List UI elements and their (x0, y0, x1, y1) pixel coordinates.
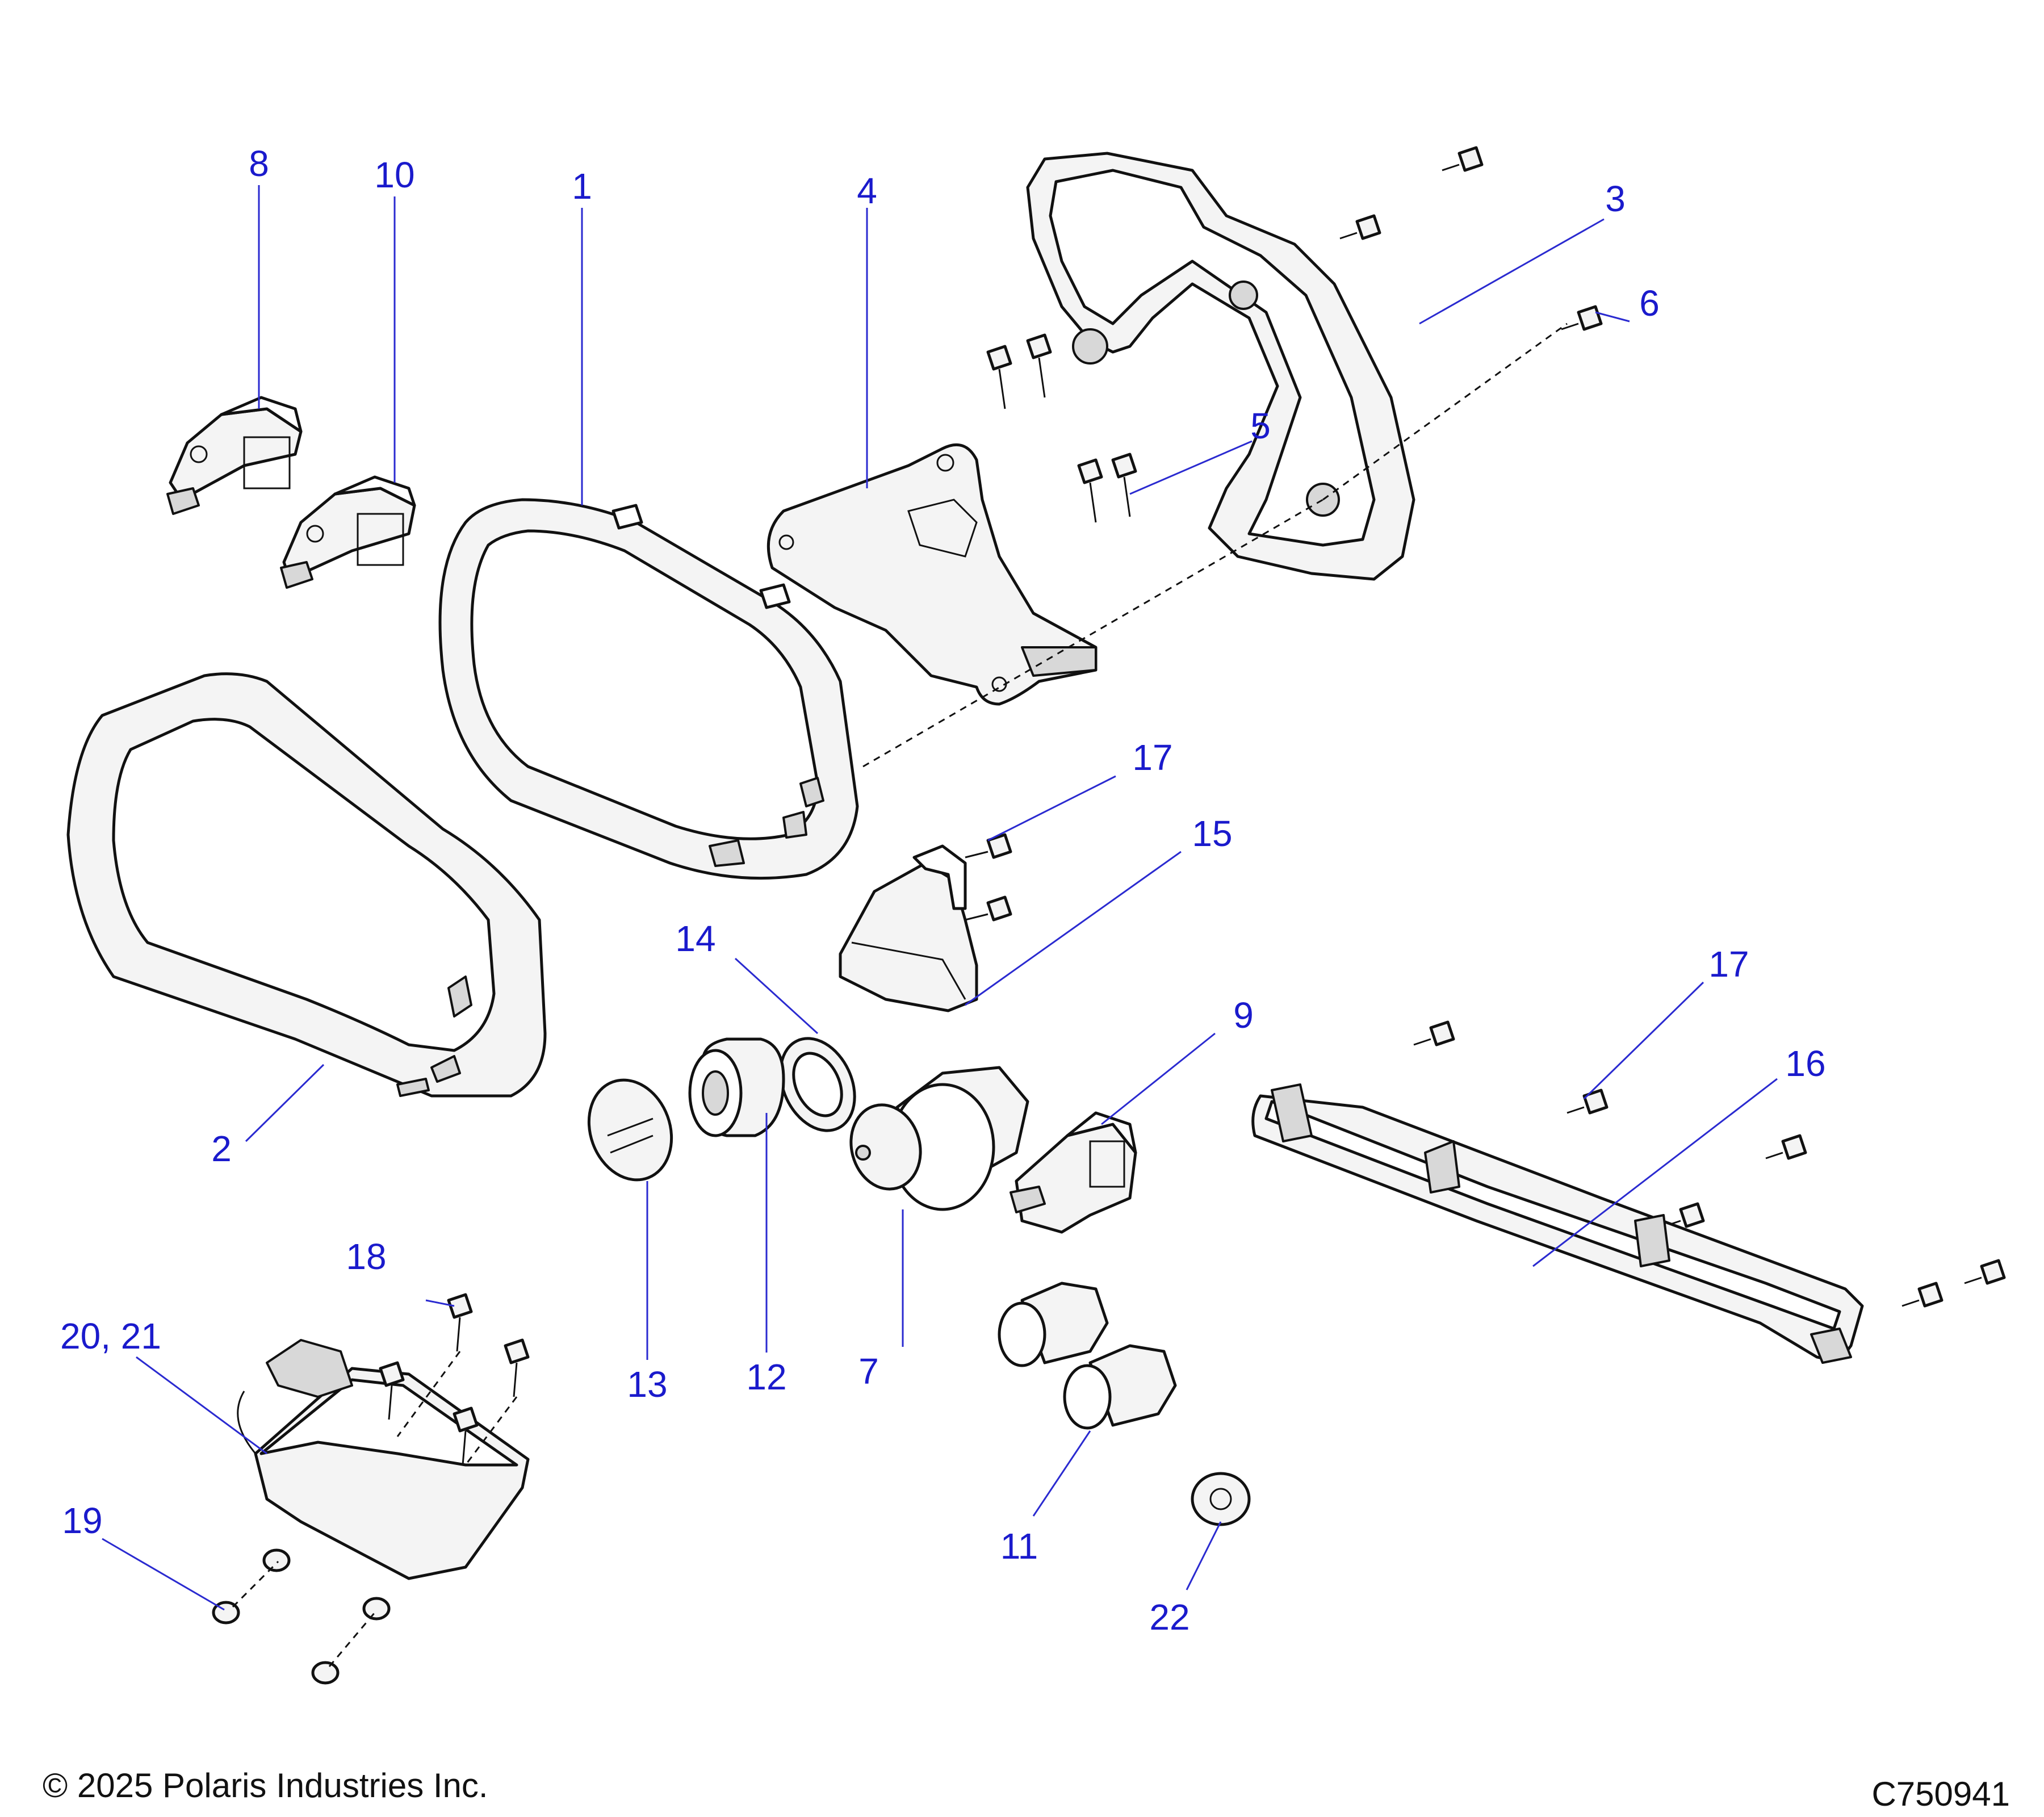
screw-16-b (1566, 1088, 1609, 1115)
screw-16-c (1765, 1134, 1807, 1160)
part-2-bezel (66, 672, 547, 1098)
figure-id: C750941 (1871, 1775, 2010, 1813)
callout-11: 11 (1000, 1526, 1038, 1567)
leader-lines (102, 185, 1778, 1611)
callout-labels: 8 10 1 4 3 6 5 2 17 15 14 9 17 16 13 12 … (60, 143, 1826, 1638)
callout-9: 9 (1233, 995, 1254, 1036)
part-4-mounting-bracket (767, 443, 1098, 706)
callout-2: 2 (211, 1128, 232, 1169)
callout-18: 18 (346, 1236, 386, 1277)
screw-part-5-b (1026, 333, 1052, 398)
part-22-plug (1191, 1472, 1251, 1526)
nut-group-19 (212, 1548, 391, 1685)
callout-16: 16 (1785, 1043, 1825, 1084)
part-12-receptacle (688, 1037, 785, 1137)
screw-16-f (1964, 1259, 2006, 1285)
screw-part-6 (1561, 305, 1603, 331)
screw-part-17-b (965, 895, 1012, 922)
part-11-usb-socket-a (998, 1282, 1109, 1367)
screw-16-e (1901, 1282, 1944, 1308)
screw-part-5-c (1077, 458, 1103, 523)
part-3-rear-housing (1026, 152, 1415, 581)
callout-19: 19 (62, 1500, 102, 1541)
part-11-usb-socket-b (1063, 1344, 1177, 1430)
callout-17-upper: 17 (1132, 737, 1172, 778)
callout-17-lower: 17 (1708, 944, 1749, 985)
callout-10: 10 (374, 154, 414, 195)
bolt-group-18 (379, 1293, 530, 1466)
screw-top-b (1339, 214, 1381, 240)
screw-16-a (1413, 1020, 1455, 1046)
part-1-instrument-cluster (438, 498, 859, 880)
callout-20-21: 20, 21 (60, 1316, 161, 1357)
part-13-cap (587, 1078, 673, 1182)
screw-group (965, 146, 2006, 1308)
callout-7: 7 (858, 1351, 879, 1392)
callout-6: 6 (1639, 283, 1660, 324)
screw-part-5-d (1111, 453, 1137, 517)
callout-5: 5 (1250, 405, 1271, 446)
screw-top-a (1442, 146, 1484, 172)
callout-13: 13 (627, 1364, 667, 1405)
callout-12: 12 (746, 1357, 786, 1397)
part-8-rocker-switch (166, 396, 303, 515)
callout-8: 8 (249, 143, 269, 184)
part-9-switch (1010, 1111, 1137, 1234)
callout-4: 4 (857, 170, 877, 211)
alignment-lines (232, 323, 1568, 1667)
callout-22: 22 (1149, 1597, 1189, 1638)
callout-1: 1 (572, 166, 592, 207)
part-14-retaining-nut (779, 1037, 856, 1132)
part-7-ignition-switch (849, 1066, 1029, 1211)
callout-15: 15 (1192, 813, 1232, 854)
part-15-bracket (839, 844, 978, 1012)
screw-part-5-a (986, 345, 1012, 409)
callout-3: 3 (1605, 178, 1626, 219)
copyright-notice: © 2025 Polaris Industries Inc. (43, 1766, 488, 1805)
screw-part-17-a (965, 833, 1012, 859)
part-16-light-bar (1251, 1083, 1864, 1364)
callout-14: 14 (675, 918, 715, 959)
part-10-rocker-switch (280, 475, 416, 589)
